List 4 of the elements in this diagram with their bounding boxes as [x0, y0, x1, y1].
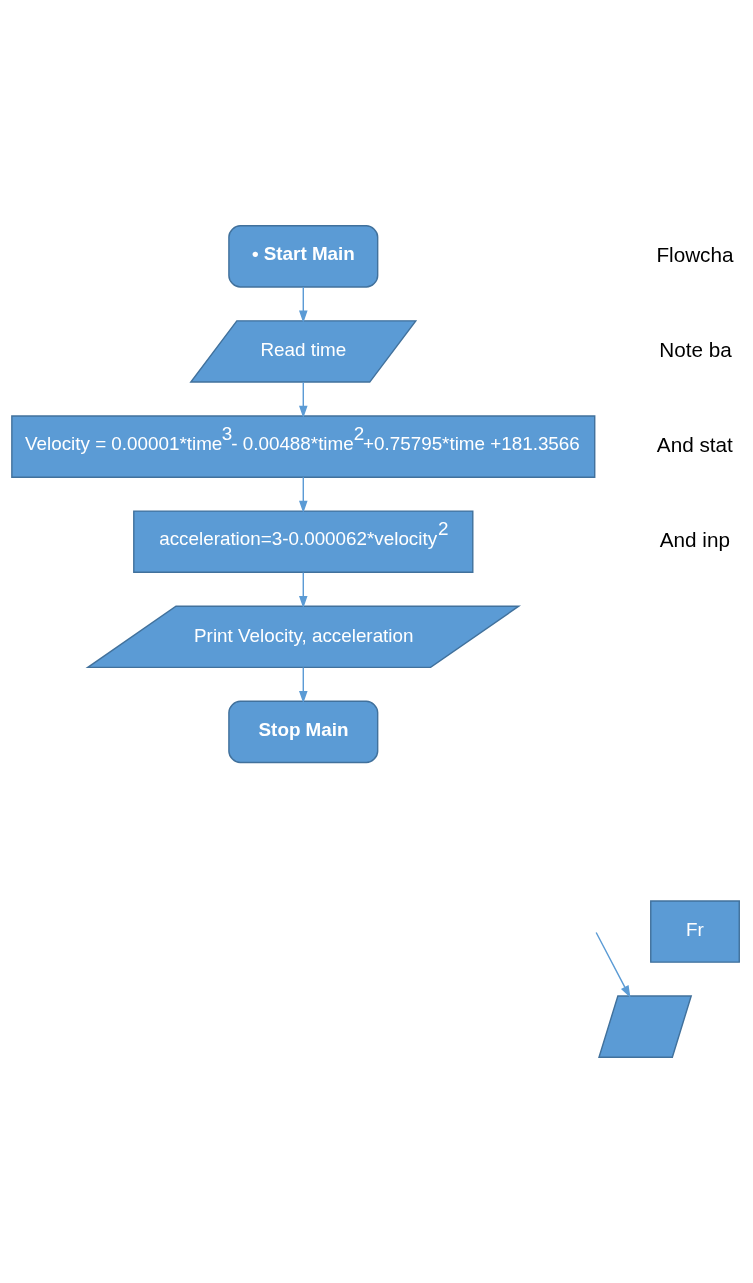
label: And stat — [656, 432, 733, 456]
label: Note ba — [659, 337, 732, 361]
label: Flowcha — [656, 242, 734, 266]
label: And inp — [659, 527, 730, 551]
